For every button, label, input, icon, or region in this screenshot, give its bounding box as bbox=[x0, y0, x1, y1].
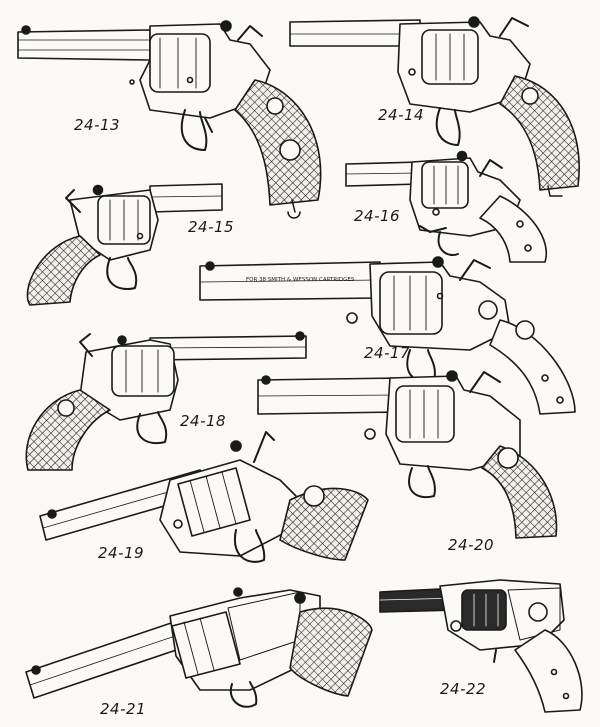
revolver-24-13 bbox=[17, 20, 322, 219]
figure-label-24-14: 24-14 bbox=[378, 106, 425, 124]
figure-label-24-18: 24-18 bbox=[180, 412, 227, 430]
figure-label-24-22: 24-22 bbox=[440, 680, 487, 698]
figure-label-24-19: 24-19 bbox=[98, 544, 145, 562]
revolver-24-21 bbox=[25, 587, 373, 708]
revolver-24-18 bbox=[25, 331, 307, 471]
revolver-24-20 bbox=[257, 370, 558, 539]
figure-label-24-20: 24-20 bbox=[448, 536, 495, 554]
figure-label-24-15: 24-15 bbox=[188, 218, 235, 236]
revolver-24-19 bbox=[39, 431, 369, 563]
figure-label-24-13: 24-13 bbox=[74, 116, 121, 134]
figure-label-24-17: 24-17 bbox=[364, 344, 411, 362]
revolver-24-15 bbox=[26, 183, 223, 306]
figure-label-24-21: 24-21 bbox=[100, 700, 147, 718]
revolver-24-14 bbox=[289, 16, 580, 197]
revolver-24-16 bbox=[345, 150, 548, 263]
barrel-inscription-24-17: FOR 38 SMITH & WESSON CARTRIDGES bbox=[246, 277, 355, 283]
revolver-24-22 bbox=[379, 579, 583, 713]
figure-label-24-16: 24-16 bbox=[354, 207, 401, 225]
